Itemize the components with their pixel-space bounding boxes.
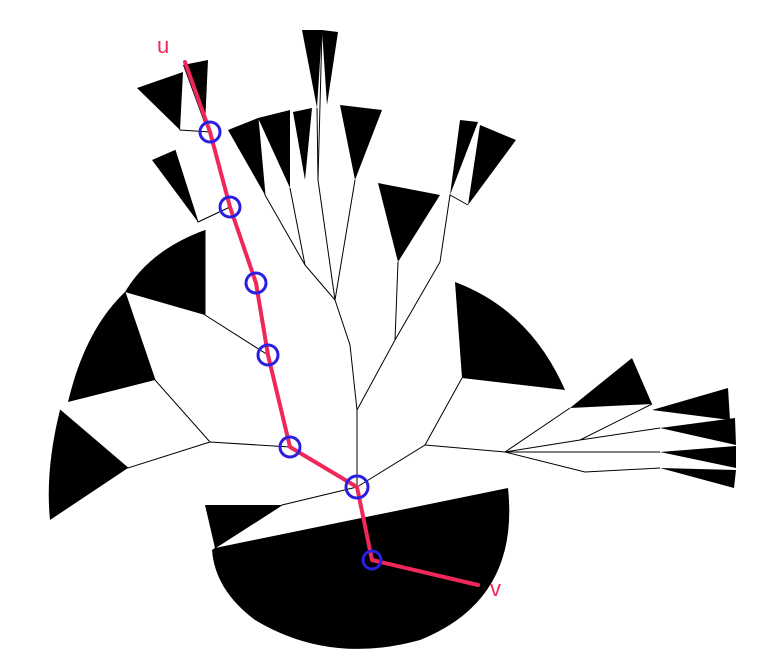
wedge-top-spike-2 xyxy=(322,30,338,105)
edge-left-main xyxy=(124,291,291,448)
wedge-right xyxy=(455,282,565,390)
wedge-top-right-mid xyxy=(378,183,440,262)
edge-top-spike xyxy=(317,29,323,181)
path-node-marker xyxy=(244,271,268,295)
edge-left-upper xyxy=(204,230,269,356)
wedge-left-upper xyxy=(125,230,205,315)
wedge-right-fan-3 xyxy=(660,446,736,468)
edge-right-fan-a xyxy=(504,407,571,453)
wedge-top-mid-3 xyxy=(293,108,312,180)
wedge-bottom-small xyxy=(205,505,282,548)
tree-edges xyxy=(59,29,661,549)
path-node-marker xyxy=(278,435,302,459)
edge-right-fan-d xyxy=(504,451,661,473)
edge-trunk-right-branch xyxy=(356,377,463,488)
wedge-right-fan-4 xyxy=(660,468,736,488)
edge-left-lower xyxy=(59,409,211,469)
wedge-top-left-1 xyxy=(137,72,183,130)
wedge-right-fan-1 xyxy=(652,388,730,420)
edge-top-a xyxy=(257,117,306,266)
edge-top-b xyxy=(289,187,306,266)
wedge-top-spike-1 xyxy=(302,30,322,108)
edge-top-d xyxy=(334,179,356,301)
path-node-marker xyxy=(344,474,370,500)
edge-top-e xyxy=(394,194,469,341)
start-node-label: u xyxy=(157,33,169,58)
wedge-top-mid-1 xyxy=(228,118,265,195)
edge-top-c xyxy=(316,107,336,301)
wedge-left-upper-mid xyxy=(68,292,155,402)
edge-bottom-branch xyxy=(214,486,358,549)
wedge-bottom-large xyxy=(212,488,510,649)
path-node-markers xyxy=(198,120,383,571)
wedge-top-right-2 xyxy=(468,125,516,205)
path-node-marker xyxy=(218,195,242,219)
end-node-label: v xyxy=(490,576,501,601)
path-u-to-v xyxy=(183,60,480,587)
wedge-left-lower xyxy=(48,410,128,520)
wedge-top-left-3 xyxy=(152,150,198,222)
wedges xyxy=(48,30,736,649)
wedge-right-fan-top xyxy=(570,358,652,408)
edge-main-trunk xyxy=(304,264,358,487)
wedge-top-mid-2 xyxy=(258,110,290,188)
edge-right-fan-b xyxy=(579,427,661,441)
edge-right-long xyxy=(424,403,653,453)
edge-right-trunk xyxy=(356,261,399,411)
wedge-top-right-1 xyxy=(450,120,478,195)
path-node-marker xyxy=(198,120,222,144)
edge-top-left-upper xyxy=(174,149,231,223)
wedge-right-fan-2 xyxy=(660,418,736,445)
wedge-top-center xyxy=(340,105,382,180)
path-node-marker xyxy=(256,343,280,367)
path-node-marker xyxy=(361,549,383,571)
